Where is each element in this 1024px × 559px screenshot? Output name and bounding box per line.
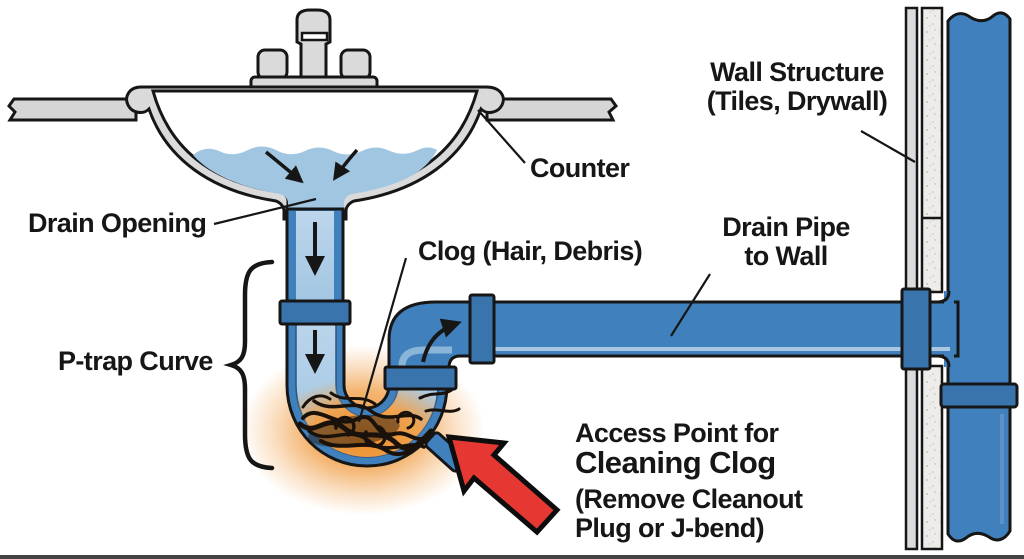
water-flow-arrow-right xyxy=(333,148,359,181)
label-p-trap: P-trap Curve xyxy=(58,346,213,376)
faucet-handle-right xyxy=(339,48,372,81)
label-drain-pipe: Drain Pipe to Wall xyxy=(700,212,872,272)
label-wall-structure-line2: (Tiles, Drywall) xyxy=(706,86,888,117)
sink-water xyxy=(193,146,437,212)
leader-clog xyxy=(357,257,408,423)
leader-lines xyxy=(213,109,916,423)
label-clog: Clog (Hair, Debris) xyxy=(418,236,643,266)
label-drain-pipe-line2: to Wall xyxy=(744,241,828,272)
counter-left xyxy=(7,97,138,122)
label-counter: Counter xyxy=(530,153,630,183)
counter-right xyxy=(485,97,619,122)
faucet xyxy=(249,8,379,93)
coupling-trap-outlet xyxy=(383,365,458,391)
pipe-flow-arrows xyxy=(305,222,462,374)
label-access-line3: (Remove Cleanout xyxy=(575,484,803,514)
label-access-line4: Plug or J-bend) xyxy=(575,513,765,543)
leader-wall-structure xyxy=(860,130,916,163)
wall-tile-lower xyxy=(904,364,919,551)
faucet-handle-left xyxy=(256,48,289,81)
tee-fillet-bottom xyxy=(936,354,951,368)
coupling-horizontal xyxy=(468,293,496,365)
coupling-stack xyxy=(939,382,1019,409)
stack-pipe xyxy=(946,11,1012,543)
stack-highlight xyxy=(1000,414,1004,524)
leader-drain-pipe xyxy=(670,273,711,337)
pipe-highlight xyxy=(478,347,950,351)
faucet-spout xyxy=(295,8,332,80)
wall-drywall-upper xyxy=(920,6,944,294)
label-access-line2: Cleaning Clog xyxy=(575,445,776,480)
label-drain-pipe-line1: Drain Pipe xyxy=(722,212,850,242)
elbow-pipe xyxy=(387,300,476,376)
wall-drywall-lower xyxy=(920,364,944,551)
p-trap-brace xyxy=(223,259,275,471)
label-wall-structure-line1: Wall Structure xyxy=(710,57,884,87)
flow-arrow-elbow xyxy=(421,318,462,363)
pipe-couplings xyxy=(278,287,1019,409)
clog-hair xyxy=(297,387,461,457)
coupling-wall xyxy=(900,287,932,371)
wall-tile-upper xyxy=(904,6,919,294)
tee-fillet-top xyxy=(936,290,951,304)
wall-structure xyxy=(904,6,944,551)
bottom-edge-shadow xyxy=(0,555,1024,559)
water-flow-arrow-left xyxy=(264,150,304,184)
leader-drain-opening xyxy=(213,197,317,226)
leader-counter xyxy=(477,109,526,164)
label-access-line1: Access Point for xyxy=(575,418,779,448)
faucet-spout-notch xyxy=(300,31,329,42)
red-arrow-icon xyxy=(445,434,561,536)
coupling-tailpiece xyxy=(278,299,352,326)
drain-pipe-horizontal xyxy=(472,290,960,368)
label-wall-structure: Wall Structure (Tiles, Drywall) xyxy=(697,57,897,117)
label-drain-opening: Drain Opening xyxy=(28,208,207,238)
